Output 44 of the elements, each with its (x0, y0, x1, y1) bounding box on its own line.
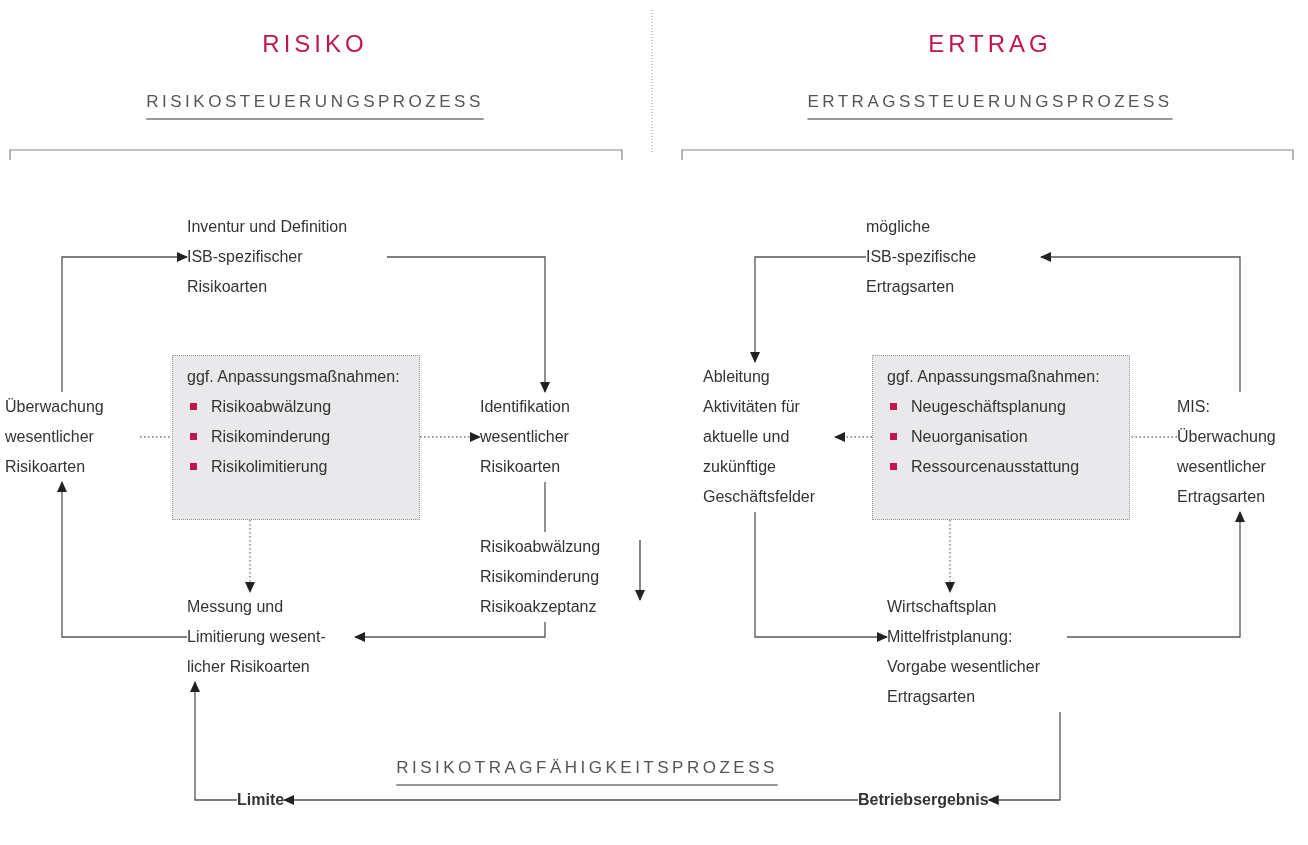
list-item: Neugeschäftsplanung (887, 392, 1119, 422)
arrow (750, 256, 867, 363)
panel-heading: ggf. Anpassungsmaßnahmen: (887, 367, 1101, 387)
process-step: Limite (237, 788, 285, 812)
arrow (354, 621, 546, 642)
process-step: Identifikation wesentlicher Risikoarten (480, 392, 615, 482)
measures-panel (172, 355, 420, 520)
arrow (283, 795, 859, 805)
list-item: Neuorganisation (887, 422, 1119, 452)
arrow (61, 252, 188, 393)
measures-panel (872, 355, 1130, 520)
process-step: MIS: Überwachung wesentlicher Ertragsarten (1177, 392, 1302, 512)
arrow (386, 256, 550, 393)
panel-heading: ggf. Anpassungsmaßnahmen: (187, 367, 401, 387)
process-step: mögliche ISB-spezifische Ertragsarten (866, 212, 1041, 302)
process-step: Ableitung Aktivitäten für aktuelle und zukünftige Geschäftsfelder (703, 362, 835, 512)
section-heading: RISIKO (262, 30, 368, 58)
arrow (945, 519, 955, 593)
process-step: Messung und Limitierung wesent- licher Risikoarten (187, 592, 355, 682)
list-item: Risikominderung (187, 422, 409, 452)
list-item: Ressourcenausstattung (887, 452, 1119, 482)
process-step: Betriebsergebnis (858, 788, 989, 812)
arrow (190, 681, 238, 801)
process-title: RISIKOSTEUERUNGSPROZESS (146, 92, 484, 112)
arrow (57, 481, 188, 638)
process-step: Überwachung wesentlicher Risikoarten (5, 392, 140, 482)
connector-line (1129, 436, 1178, 438)
process-step: Inventur und Definition ISB-spezifischer Risikoarten (187, 212, 387, 302)
arrow (1040, 252, 1241, 393)
process-step: Wirtschaftsplan Mittelfristplanung: Vorgabe wesentlicher Ertragsarten (887, 592, 1067, 712)
arrow (245, 519, 255, 593)
process-step: Risikoabwälzung Risikominderung Risikoakzeptanz (480, 532, 625, 622)
list-item: Risikoabwälzung (187, 392, 409, 422)
arrow (987, 711, 1061, 805)
section-heading: ERTRAG (928, 30, 1052, 58)
connector-line (544, 481, 546, 533)
process-title: ERTRAGSSTEUERUNGSPROZESS (807, 92, 1173, 112)
connector-line (139, 436, 173, 438)
list-item: Risikolimitierung (187, 452, 409, 482)
arrow (834, 432, 873, 442)
arrow (754, 511, 888, 642)
arrow (1066, 511, 1245, 638)
arrow (419, 432, 481, 442)
process-title: RISIKOTRAGFÄHIGKEITSPROZESS (396, 758, 778, 778)
